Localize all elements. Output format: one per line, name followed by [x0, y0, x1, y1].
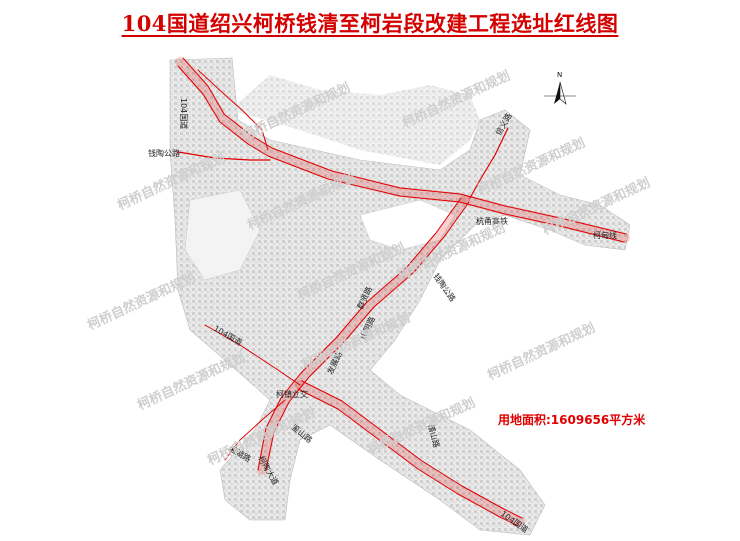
label-kezhong: 柯镇立交: [276, 389, 308, 399]
label-qiantao-west: 钱陶公路: [148, 148, 180, 158]
redline-main-diagonal-a: [257, 197, 462, 471]
label-104-north: 104国道: [179, 98, 189, 129]
redline-north-branch: [197, 69, 269, 151]
redline-104-north-corridor: [175, 57, 630, 243]
label-hangyong-rail: 杭甬高铁: [476, 216, 508, 226]
redline-qiantao-west: [177, 151, 271, 161]
label-qiantao-mid: 钱陶公路: [431, 271, 458, 303]
redline-104-south-a: [297, 388, 519, 527]
label-kehang-line: 柯甸线: [593, 230, 617, 240]
map-title: 104国道绍兴柯桥钱清至柯岩段改建工程选址红线图: [121, 11, 619, 36]
north-arrow: N: [544, 71, 576, 105]
watermark-7: 柯桥自然资源和规划: [85, 270, 198, 334]
watermark-10: 柯桥自然资源和规划: [135, 350, 248, 414]
north-label: N: [557, 71, 562, 79]
redline-xianghu-branch: [224, 399, 286, 461]
redline-104-south-b: [301, 380, 523, 519]
redline-main-diagonal-b: [265, 201, 470, 471]
redline-104-west-mid: [204, 324, 301, 386]
redline-104-north-edge-b: [182, 57, 627, 235]
redline-main-diagonal-corridor: [257, 195, 470, 475]
redline-east-north: [469, 127, 509, 199]
land-area-label: 用地面积:1609656平方米: [498, 413, 646, 427]
base-map: [169, 57, 631, 536]
watermark-12: 柯桥自然资源和规划: [485, 320, 598, 384]
redline-104-north-edge-a: [177, 65, 625, 243]
redline-104-south-corridor: [295, 380, 525, 527]
